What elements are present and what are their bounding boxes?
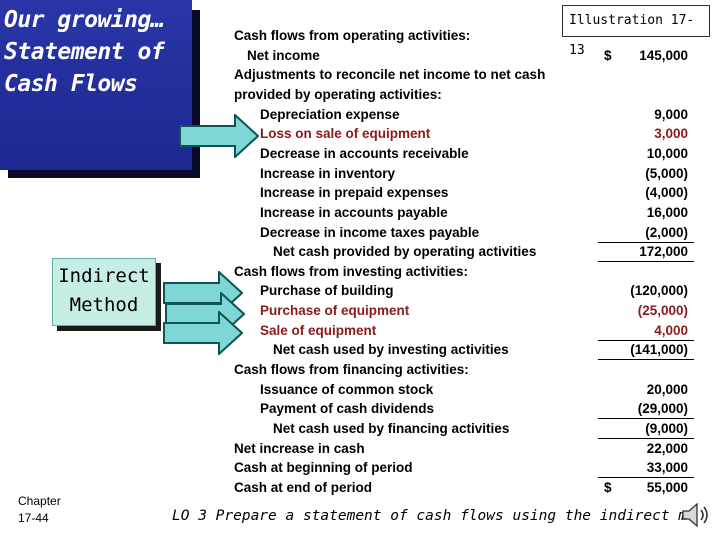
row-amount: 20,000	[646, 381, 688, 397]
amount-underline	[598, 359, 694, 361]
arrow-right-icon	[179, 114, 259, 158]
row-amount: (4,000)	[645, 185, 688, 201]
statement-row: Loss on sale of equipment 3,000	[0, 124, 720, 143]
row-label: Cash flows from operating activities:	[234, 28, 471, 43]
row-label: Purchase of building	[260, 283, 394, 299]
statement-row: Purchase of building (120,000)	[0, 281, 720, 300]
row-label: Increase in prepaid expenses	[260, 185, 449, 201]
row-label: Cash flows from investing activities:	[234, 263, 469, 279]
statement-row: Decrease in accounts receivable 10,000	[0, 144, 720, 163]
row-label: Decrease in income taxes payable	[260, 224, 480, 240]
statement-row: Net increase in cash 22,000	[0, 439, 720, 458]
row-label: Cash flows from financing activities:	[234, 362, 469, 378]
row-amount: 33,000	[646, 460, 688, 476]
statement-row: Issuance of common stock 20,000	[0, 380, 720, 399]
row-label: Net cash provided by operating activitie…	[273, 244, 537, 260]
row-amount: (5,000)	[645, 165, 688, 181]
learning-objective: LO 3 Prepare a statement of cash flows u…	[172, 508, 692, 524]
row-amount: 172,000	[639, 244, 688, 260]
statement-row: Depreciation expense 9,000	[0, 105, 720, 124]
method-line-1: Indirect	[58, 265, 150, 287]
row-amount: (25,000)	[637, 303, 688, 319]
row-amount: (120,000)	[630, 283, 688, 299]
row-label: Adjustments to reconcile net income to n…	[234, 67, 546, 83]
row-label: provided by operating activities:	[234, 86, 442, 102]
row-label: Depreciation expense	[260, 106, 400, 122]
row-label: Decrease in accounts receivable	[260, 145, 469, 161]
row-label: Issuance of common stock	[260, 381, 434, 397]
row-label: Increase in inventory	[260, 165, 396, 181]
statement-row: Cash flows from financing activities:	[0, 360, 720, 379]
row-label: Cash at beginning of period	[234, 460, 413, 476]
statement-row: Cash at beginning of period 33,000	[0, 458, 720, 479]
row-label: Payment of cash dividends	[260, 401, 435, 417]
amount-underline	[598, 339, 694, 341]
title-line-3: Cash Flows	[4, 71, 138, 97]
statement-row: Cash at end of period $55,000	[0, 478, 720, 497]
chapter-line-2: 17-44	[18, 511, 49, 525]
statement-row: Purchase of equipment (25,000)	[0, 301, 720, 320]
row-amount: 145,000	[639, 47, 688, 63]
statement-row: Net income $145,000	[0, 46, 720, 65]
title-line-2: Statement of	[4, 39, 165, 65]
statement-row: Sale of equipment 4,000	[0, 321, 720, 341]
method-line-2: Method	[69, 294, 139, 316]
title-line-1: Our growing…	[4, 7, 165, 33]
statement-row: provided by operating activities:	[0, 85, 720, 104]
statement-row: Net cash used by investing activities (14…	[0, 340, 720, 361]
row-label: Net increase in cash	[234, 440, 365, 456]
speaker-icon[interactable]	[680, 500, 712, 530]
row-amount: (141,000)	[630, 342, 688, 358]
row-amount: 4,000	[654, 322, 688, 338]
row-label: Net cash used by investing activities	[273, 342, 509, 358]
amount-underline	[598, 261, 694, 263]
amount-underline	[598, 438, 694, 439]
statement-row: Decrease in income taxes payable (2,000)	[0, 223, 720, 243]
statement-row: Net cash used by financing activities (9,…	[0, 419, 720, 439]
statement-row: Cash flows from operating activities:	[0, 26, 720, 45]
row-label: Loss on sale of equipment	[260, 126, 431, 142]
statement-row: Increase in inventory (5,000)	[0, 164, 720, 183]
row-label: Increase in accounts payable	[260, 204, 448, 220]
row-amount: 55,000	[646, 479, 688, 495]
row-amount: (2,000)	[645, 224, 688, 240]
row-amount: 10,000	[646, 145, 688, 161]
row-amount: (29,000)	[637, 401, 688, 417]
row-label: Sale of equipment	[260, 322, 377, 338]
row-label: Net cash used by financing activities	[273, 421, 510, 436]
statement-row: Payment of cash dividends (29,000)	[0, 399, 720, 420]
amount-underline	[598, 241, 694, 243]
row-amount: (9,000)	[645, 421, 688, 436]
row-label: Purchase of equipment	[260, 303, 410, 319]
row-dollar: $	[604, 479, 612, 495]
statement-row: Increase in accounts payable 16,000	[0, 203, 720, 222]
arrow-right-icon	[163, 311, 243, 355]
row-label: Cash at end of period	[234, 479, 373, 495]
statement-row: Net cash provided by operating activitie…	[0, 242, 720, 263]
statement-row: Cash flows from investing activities:	[0, 262, 720, 281]
illustration-label: Illustration 17-13	[562, 5, 710, 58]
chapter-label: Chapter 17-44	[18, 493, 61, 527]
slide-title: Our growing… Statement of Cash Flows	[0, 0, 192, 170]
chapter-line-1: Chapter	[18, 494, 61, 508]
statement-row: Adjustments to reconcile net income to n…	[0, 65, 720, 84]
method-label-box: Indirect Method	[52, 258, 156, 326]
row-amount: 16,000	[646, 204, 688, 220]
row-amount: 22,000	[646, 440, 688, 456]
statement-row: Increase in prepaid expenses (4,000)	[0, 183, 720, 202]
row-label: Net income	[247, 47, 320, 63]
amount-underline	[598, 477, 694, 479]
row-amount: 3,000	[654, 126, 688, 142]
row-amount: 9,000	[654, 106, 688, 122]
amount-underline	[598, 418, 694, 420]
row-dollar: $	[604, 47, 612, 63]
